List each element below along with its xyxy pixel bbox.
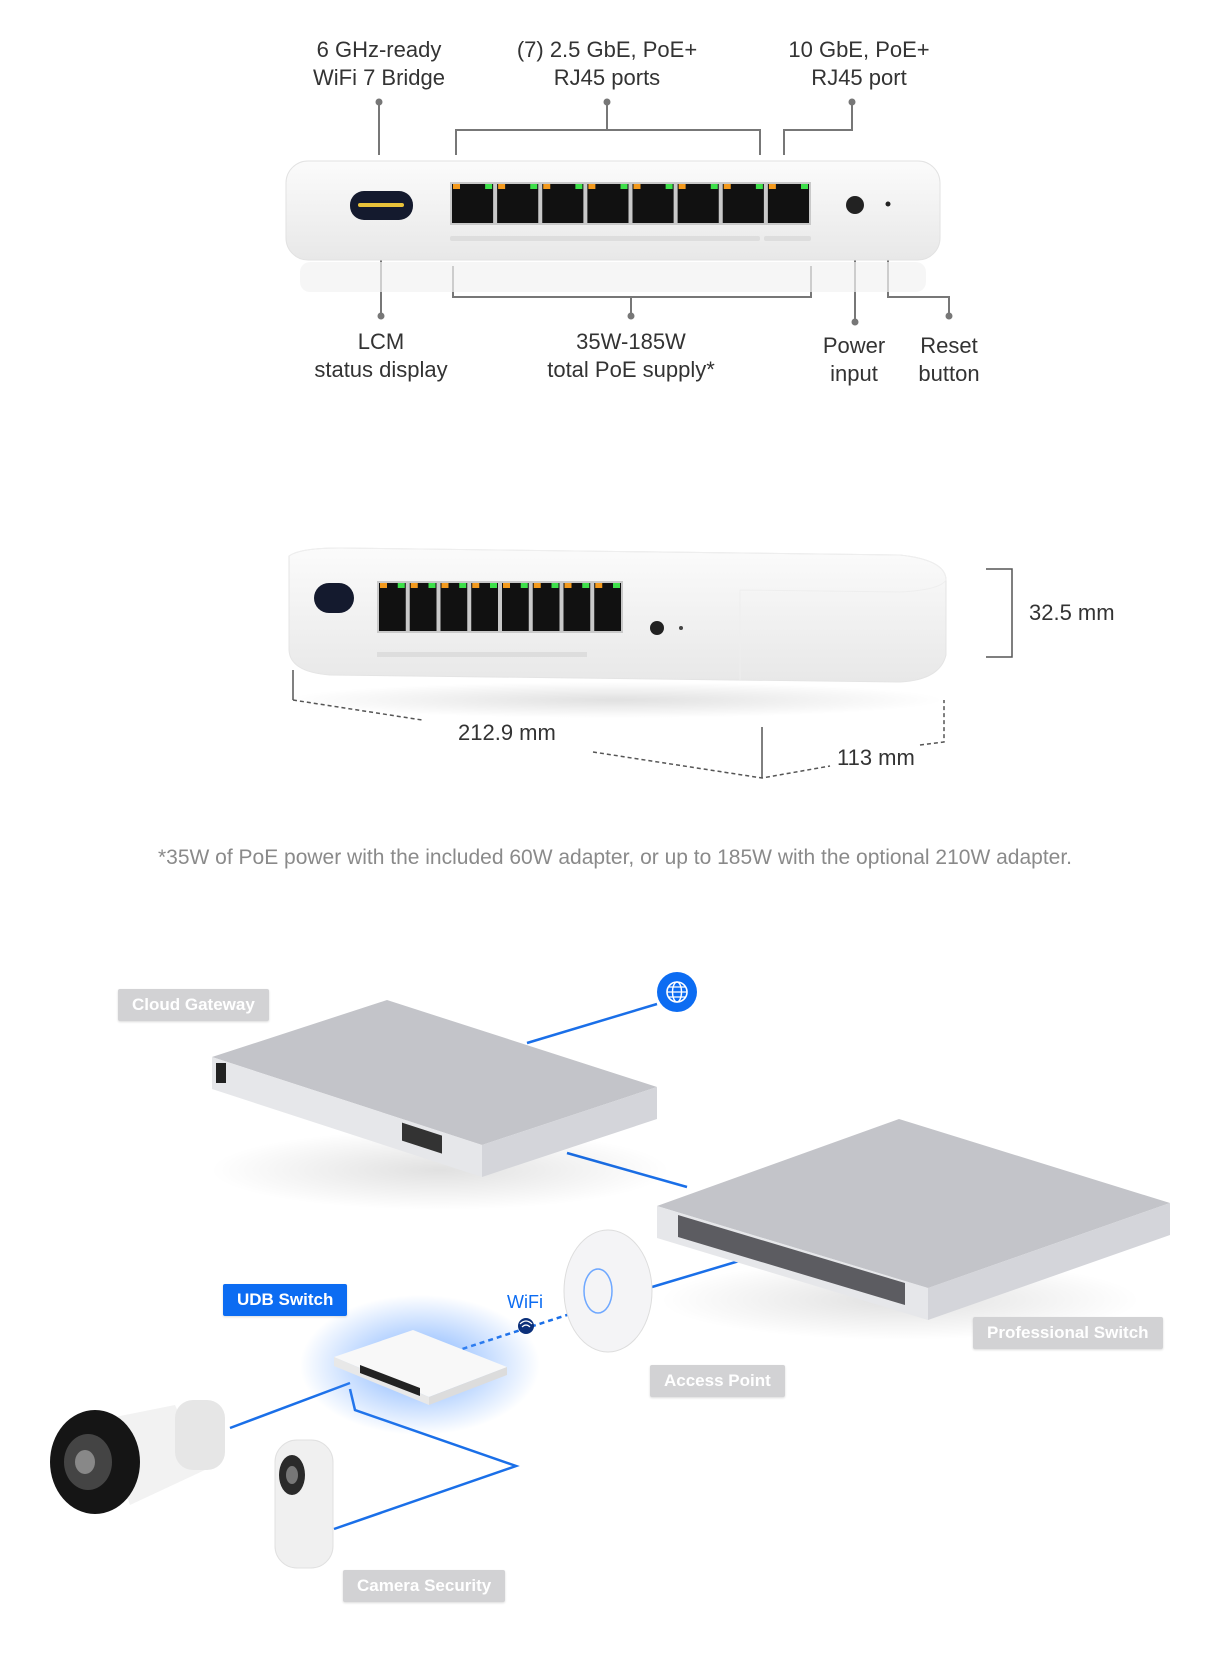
label-wifi: WiFi xyxy=(507,1292,543,1312)
label-access-point: Access Point xyxy=(650,1365,785,1397)
callout-line: RJ45 port xyxy=(811,65,907,90)
port-led xyxy=(801,184,808,189)
rj45-port xyxy=(440,583,468,631)
switch-front-view xyxy=(285,160,941,292)
callout-line: 35W-185W xyxy=(576,329,686,354)
udb-switch-device xyxy=(300,1295,540,1435)
label-cloud-gateway: Cloud Gateway xyxy=(118,989,269,1021)
port-led xyxy=(755,184,763,189)
port-led xyxy=(410,583,418,588)
port-led xyxy=(380,583,387,588)
rj45-port xyxy=(587,184,629,223)
port-led xyxy=(397,583,405,588)
label-camera-security: Camera Security xyxy=(343,1570,506,1602)
rj45-port xyxy=(563,583,591,631)
dome-camera xyxy=(274,1439,334,1569)
callout-line: 10 GbE, PoE+ xyxy=(788,37,930,62)
port-led xyxy=(533,583,541,588)
port-led xyxy=(678,184,686,189)
port-led xyxy=(575,184,583,189)
port-led xyxy=(428,583,436,588)
port-led xyxy=(551,583,559,588)
rj45-port xyxy=(677,184,719,223)
rj45-port xyxy=(532,583,560,631)
rj45-port xyxy=(594,583,621,631)
port-led xyxy=(595,583,603,588)
professional-switch-device xyxy=(657,1119,1170,1340)
callout-line: Reset xyxy=(920,333,978,358)
callout-power-input: Power input xyxy=(823,332,885,388)
reset-button xyxy=(885,201,891,207)
callout-line: LCM xyxy=(357,329,405,354)
globe-icon xyxy=(657,972,697,1012)
port-led xyxy=(503,583,510,588)
access-point-device xyxy=(563,1229,653,1353)
port-led xyxy=(723,184,731,189)
port-led xyxy=(543,184,551,189)
callout-line: WiFi 7 Bridge xyxy=(312,65,446,90)
callout-line: Power xyxy=(822,333,886,358)
callout-line: RJ45 ports xyxy=(553,65,661,90)
cloud-gateway-device xyxy=(210,1000,670,1210)
dimension-height: 32.5 mm xyxy=(1029,600,1115,625)
rj45-port xyxy=(379,583,406,631)
port-led xyxy=(472,583,480,588)
port-led xyxy=(498,184,506,189)
callout-poe-supply: 35W-185W total PoE supply* xyxy=(547,328,715,384)
callout-line: total PoE supply* xyxy=(547,357,715,382)
port-led xyxy=(530,184,538,189)
callout-reset-button: Reset button xyxy=(918,332,979,388)
callout-2-5gbe-ports: (7) 2.5 GbE, PoE+ RJ45 ports xyxy=(517,36,697,92)
switch-perspective-view xyxy=(285,547,947,718)
rj45-port xyxy=(502,583,529,631)
port-led xyxy=(665,184,673,189)
port-led xyxy=(588,184,596,189)
port-led xyxy=(520,583,528,588)
port-led xyxy=(485,184,493,189)
port-led xyxy=(441,583,449,588)
callout-line: (7) 2.5 GbE, PoE+ xyxy=(516,37,698,62)
port-led xyxy=(564,583,572,588)
rj45-port xyxy=(722,184,764,223)
bullet-camera xyxy=(50,1400,225,1514)
rj45-port xyxy=(542,184,584,223)
port-led xyxy=(582,583,590,588)
callout-lcm: LCM status display xyxy=(314,328,447,384)
port-led xyxy=(710,184,718,189)
port-led xyxy=(768,184,776,189)
rj45-port xyxy=(767,184,809,223)
rj45-port xyxy=(409,583,437,631)
rj45-port xyxy=(632,184,674,223)
callout-line: input xyxy=(830,361,878,386)
dimension-lines xyxy=(292,568,1013,779)
port-led xyxy=(459,583,467,588)
rj45-port xyxy=(471,583,498,631)
label-professional-switch: Professional Switch xyxy=(973,1317,1163,1349)
port-led xyxy=(620,184,628,189)
rj45-port xyxy=(497,184,539,223)
footnote: *35W of PoE power with the included 60W … xyxy=(157,846,1073,869)
callout-10gbe-port: 10 GbE, PoE+ RJ45 port xyxy=(788,36,929,92)
rj45-port xyxy=(452,184,494,223)
port-led xyxy=(490,583,497,588)
callout-line: 6 GHz-ready xyxy=(316,37,442,62)
callout-line: button xyxy=(918,361,980,386)
callout-line: status display xyxy=(314,357,448,382)
port-led xyxy=(453,184,460,189)
dimension-width: 212.9 mm xyxy=(458,720,556,745)
label-udb-switch: UDB Switch xyxy=(223,1284,348,1316)
power-jack xyxy=(846,196,864,214)
dimension-depth: 113 mm xyxy=(837,745,915,770)
port-led xyxy=(613,583,620,588)
port-led xyxy=(633,184,641,189)
